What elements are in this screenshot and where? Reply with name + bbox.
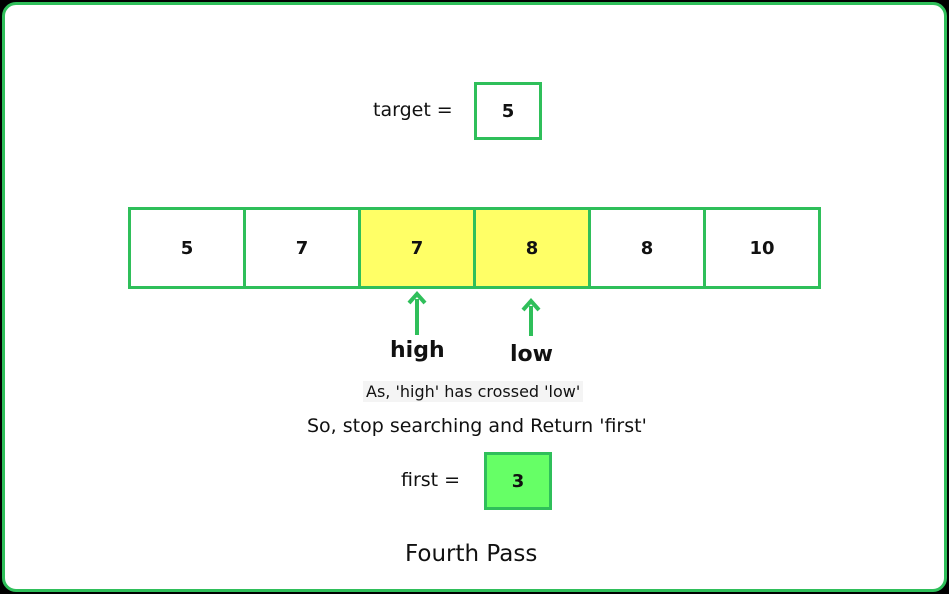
array-cell-4: 8 — [588, 207, 706, 289]
array-row: 5 7 7 8 8 10 — [128, 207, 821, 289]
low-pointer-label: low — [510, 342, 553, 367]
message-line-1: As, 'high' has crossed 'low' — [363, 381, 584, 402]
target-label: target = — [373, 99, 453, 121]
first-value-box: 3 — [484, 452, 552, 510]
pass-caption: Fourth Pass — [405, 541, 538, 567]
first-label: first = — [401, 469, 461, 491]
array-cell-3: 8 — [473, 207, 591, 289]
high-pointer-arrow-icon — [407, 290, 427, 335]
high-pointer-label: high — [390, 338, 445, 363]
array-cell-0: 5 — [128, 207, 246, 289]
array-cell-5: 10 — [703, 207, 821, 289]
target-value-box: 5 — [474, 82, 542, 140]
array-cell-2: 7 — [358, 207, 476, 289]
message-line-2: So, stop searching and Return 'first' — [307, 415, 647, 437]
array-cell-1: 7 — [243, 207, 361, 289]
low-pointer-arrow-icon — [521, 297, 541, 336]
